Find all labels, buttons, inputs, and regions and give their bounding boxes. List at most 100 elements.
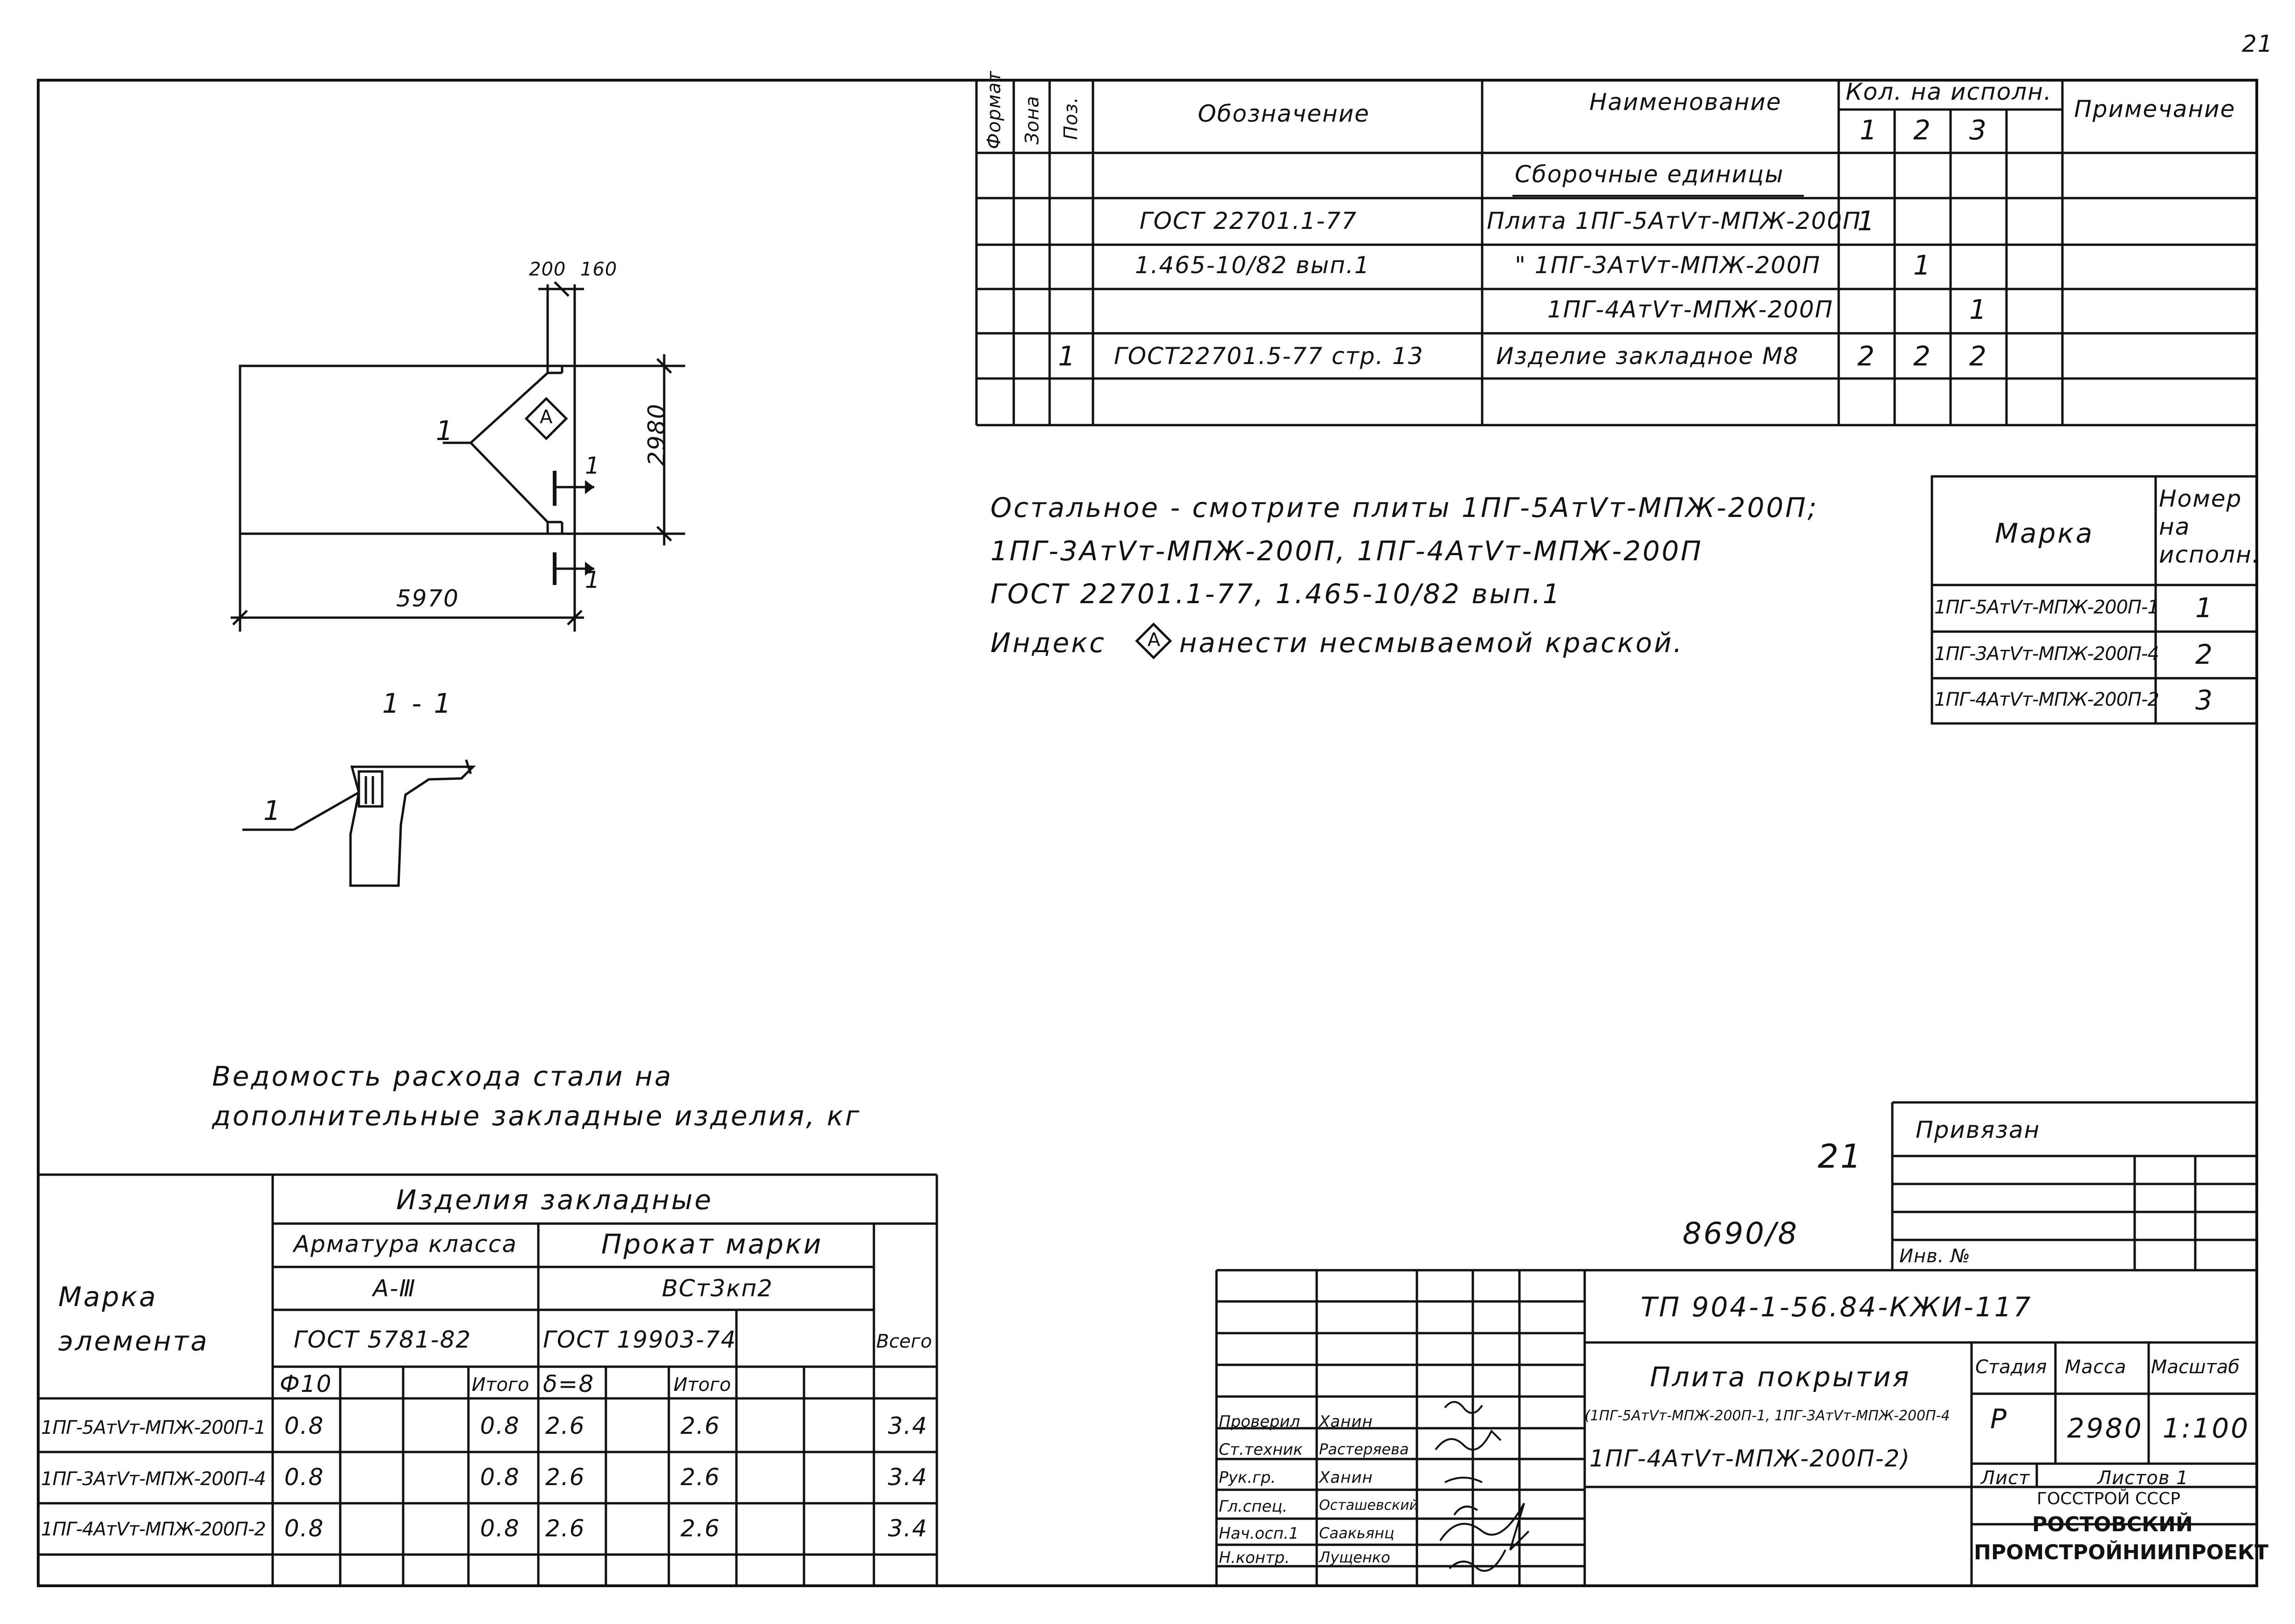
stamp-person: Ханин [1319,1412,1373,1431]
mark-table-cell: 3 [2195,684,2214,716]
mark-table-cell: 1ПГ-4АтⅤт-МПЖ-200П-2 [1934,689,2159,710]
steel-header-subtotal: Итого [472,1374,529,1396]
stamp-inv-no: Инв. № [1899,1246,1971,1267]
steel-row-subtotal: 2.6 [680,1412,721,1439]
stamp-scale: 1:100 [2163,1412,2250,1444]
spec-header-note: Примечание [2074,96,2236,123]
stamp-org: ГОССТРОЙ СССР [2037,1489,2181,1508]
signatures [1435,1401,1530,1572]
spec-row-designation: ГОСТ 22701.1-77 [1140,207,1357,234]
spec-row-name: Изделие закладное М8 [1496,343,1799,370]
mark-table-header: Марка [1995,517,2094,549]
spec-table-grid [975,80,2257,427]
steel-header-rolled: Прокат марки [601,1228,823,1260]
stamp-title: Плита покрытия [1650,1361,1911,1393]
section-view [242,759,476,887]
stamp-org: РОСТОВСКИЙ [2032,1513,2193,1536]
spec-row-name: Сборочные единицы [1515,161,1784,188]
spec-header-qty-2: 2 [1913,114,1932,146]
steel-header-rolled-grade: ВСт3кп2 [662,1275,773,1302]
steel-header-rebar: Арматура класса [294,1231,517,1258]
spec-header-designation: Обозначение [1198,100,1370,127]
steel-row-subtotal: 0.8 [480,1464,520,1491]
dim-top-a: 200 [529,259,566,280]
stamp-sheet: Лист [1981,1467,2030,1489]
stamp-role: Н.контр. [1219,1548,1290,1567]
steel-title: дополнительные закладные изделия, кг [212,1100,861,1132]
stamp-role: Проверил [1219,1412,1300,1431]
leader-label: 1 [436,415,455,447]
steel-header-rebar-gost: ГОСТ 5781-82 [294,1326,472,1353]
steel-row-subtotal: 0.8 [480,1515,520,1542]
page-number: 21 [2242,30,2274,57]
stamp-role: Нач.осп.1 [1219,1524,1299,1543]
stamp-role: Рук.гр. [1219,1468,1276,1487]
steel-header-total: Всего [876,1331,932,1352]
stamp-person: Саакьянц [1319,1524,1395,1542]
mark-table-header: Номер на исполн. [2159,485,2261,568]
steel-row-subtotal: 2.6 [680,1464,721,1491]
index-diamond-letter: А [1148,629,1161,651]
section-label: 1 - 1 [382,688,453,719]
mark-table-cell: 2 [2195,639,2214,670]
index-diamond-icon [1135,622,1172,660]
stamp-person: Ханин [1319,1468,1373,1487]
steel-row-total: 3.4 [888,1464,928,1491]
stamp-title: 1ПГ-4АтⅤт-МПЖ-200П-2) [1589,1445,1910,1472]
mark-table-grid [1931,475,2258,725]
steel-row-d10: 0.8 [284,1515,324,1542]
stamp-tied: Привязан [1916,1116,2041,1143]
sheet-frame [37,79,2258,1587]
steel-row-delta: 2.6 [545,1464,585,1491]
spec-header-qty-3: 3 [1969,114,1988,146]
stamp-sheets: Листов 1 [2097,1467,2189,1489]
section-mark: 1 [585,566,601,593]
dim-top-b: 160 [580,259,618,280]
dim-height: 2980 [643,403,670,466]
stamp-stage: Р [1990,1403,2008,1435]
stamp-person: Лущенко [1319,1548,1390,1566]
plan-view [231,281,685,632]
spec-row-designation: ГОСТ22701.5-77 стр. 13 [1114,343,1424,370]
spec-row-name: " 1ПГ-3АтⅤт-МПЖ-200П [1515,252,1821,279]
stamp-role: Гл.спец. [1219,1497,1288,1516]
steel-row-delta: 2.6 [545,1412,585,1439]
mark-table-cell: 1ПГ-5АтⅤт-МПЖ-200П-1 [1934,597,2159,618]
dim-length: 5970 [396,585,460,612]
steel-header-mark: Марка элемента [58,1281,209,1357]
steel-header-items: Изделия закладные [396,1184,713,1216]
stamp-person: Осташевский [1319,1497,1419,1514]
note-line: 1ПГ-3АтⅤт-МПЖ-200П, 1ПГ-4АтⅤт-МПЖ-200П [990,535,1703,567]
steel-row-delta: 2.6 [545,1515,585,1542]
steel-row-mark: 1ПГ-5АтⅤт-МПЖ-200П-1 [41,1417,266,1438]
steel-title: Ведомость расхода стали на [212,1060,673,1092]
steel-row-mark: 1ПГ-3АтⅤт-МПЖ-200П-4 [41,1468,266,1490]
spec-header-qty-1: 1 [1860,114,1879,146]
spec-header-format: Формат [983,70,1005,149]
spec-row-qty: 2 [1969,340,1988,372]
steel-table-grid [38,1173,938,1586]
note-line: Индекс [990,627,1106,659]
stamp-header: Стадия [1975,1356,2047,1378]
spec-row-qty: 1 [1857,205,1876,237]
spec-header-name: Наименование [1589,89,1782,116]
steel-row-d10: 0.8 [284,1464,324,1491]
spec-row-name: Плита 1ПГ-5АтⅤт-МПЖ-200П [1487,207,1862,234]
stamp-sheet-no: 21 [1818,1137,1863,1176]
mark-table-cell: 1ПГ-3АтⅤт-МПЖ-200П-4 [1934,643,2159,665]
steel-header-d10: Ф10 [280,1370,332,1397]
spec-header-zone: Зона [1022,96,1043,145]
stamp-doc-no: 8690/8 [1683,1217,1799,1251]
stamp-person: Растеряева [1319,1440,1409,1458]
spec-header-qty: Кол. на исполн. [1846,78,2052,105]
note-line: ГОСТ 22701.1-77, 1.465-10/82 вып.1 [990,578,1562,610]
spec-row-designation: 1.465-10/82 вып.1 [1135,252,1370,279]
steel-row-d10: 0.8 [284,1412,324,1439]
spec-row-qty: 2 [1857,340,1876,372]
spec-row-qty: 2 [1913,340,1932,372]
stamp-mass: 2980 [2067,1412,2144,1444]
stamp-role: Ст.техник [1219,1440,1303,1459]
note-line: Остальное - смотрите плиты 1ПГ-5АтⅤт-МПЖ… [990,492,1819,523]
steel-row-total: 3.4 [888,1515,928,1542]
